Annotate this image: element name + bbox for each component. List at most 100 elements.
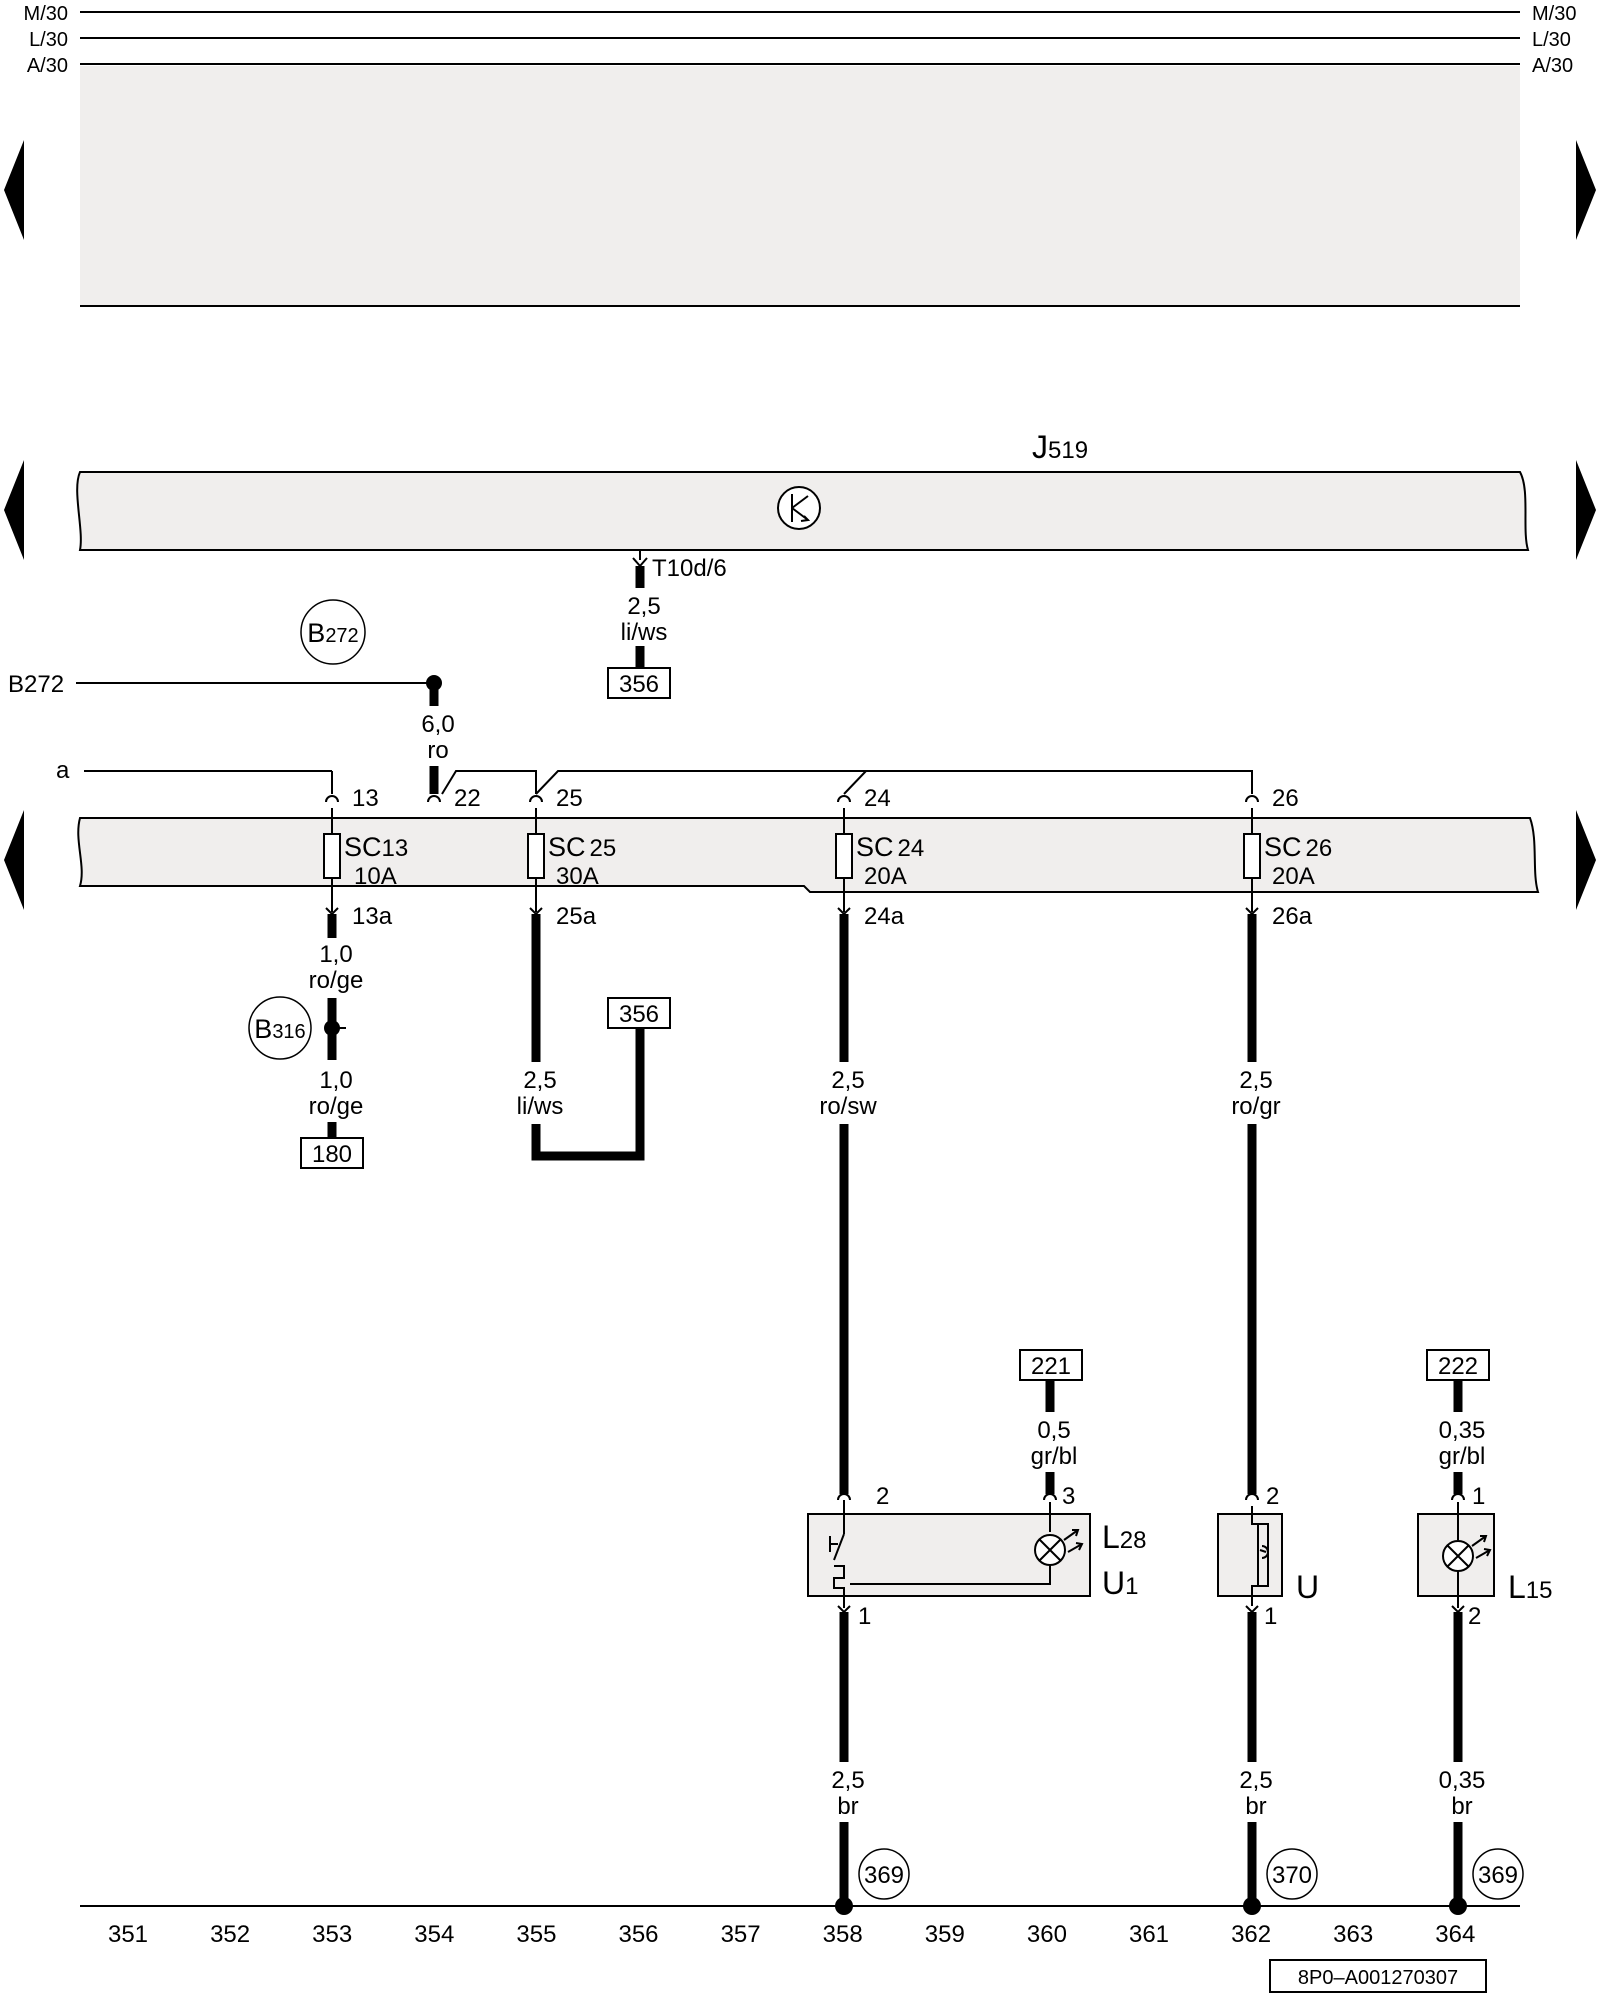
t10d-wire-color: li/ws xyxy=(621,619,668,646)
ground-370-circle[interactable] xyxy=(1266,1848,1318,1900)
b272-label: B272 xyxy=(8,671,64,698)
fuse-sc24-icon xyxy=(835,833,853,879)
terminal-22-label: 22 xyxy=(454,785,481,812)
ground-358-size: 2,5 xyxy=(831,1767,864,1794)
terminal-13-label: 13 xyxy=(352,785,379,812)
ground-369-b-circle[interactable] xyxy=(1472,1848,1524,1900)
track-number: 363 xyxy=(1333,1921,1373,1948)
terminal-26-label: 26 xyxy=(1272,785,1299,812)
fuse-panel-next-arrow-icon[interactable] xyxy=(1576,810,1596,910)
branch-24a-color: ro/sw xyxy=(819,1093,877,1120)
branch-13a: 1,0 ro/ge B316 1,0 ro/ge 180 xyxy=(248,914,364,1169)
out-13a-label: 13a xyxy=(352,903,393,930)
l15-pin-in-icon xyxy=(1451,1493,1465,1501)
j519-prev-arrow-icon[interactable] xyxy=(4,460,24,560)
track-number: 358 xyxy=(823,1921,863,1948)
l28-internal-return xyxy=(850,1565,1051,1585)
rail-label-left-a30: A/30 xyxy=(27,55,68,77)
fuse-input-lines: a 13 22 25 24 26 xyxy=(56,757,1299,812)
terminal-25-label: 25 xyxy=(556,785,583,812)
branch-25a: 2,5 li/ws 356 xyxy=(517,914,671,1161)
ground-358-color: br xyxy=(837,1793,858,1820)
track-number: 352 xyxy=(210,1921,250,1948)
track-number: 353 xyxy=(312,1921,352,1948)
fuse-sc26-rating: 20A xyxy=(1272,863,1315,890)
ground-369-b-label: 369 xyxy=(1478,1862,1518,1889)
page-next-arrow-icon[interactable] xyxy=(1576,140,1596,240)
component-l28-u1[interactable]: 221 0,5 gr/bl 2 3 L28 U1 1 xyxy=(807,1349,1147,1630)
u1-label: U1 xyxy=(1102,1565,1138,1601)
transistor-symbol-lines xyxy=(791,494,811,522)
track-number: 355 xyxy=(516,1921,556,1948)
u-pin-in-icon xyxy=(1245,1493,1259,1501)
b272-wire-color: ro xyxy=(427,737,448,764)
rail-label-right-l30: L/30 xyxy=(1532,29,1571,51)
track-number: 364 xyxy=(1435,1921,1475,1948)
diagram-code-label: 8P0–A001270307 xyxy=(1298,1967,1458,1989)
terminal-13-icon xyxy=(325,795,339,803)
track-number: 360 xyxy=(1027,1921,1067,1948)
branch-26a-color: ro/gr xyxy=(1231,1093,1280,1120)
component-l15[interactable]: 222 0,35 gr/bl 1 L15 2 xyxy=(1417,1349,1553,1630)
u1-switch-icon xyxy=(829,1533,845,1608)
l15-label: L15 xyxy=(1508,1569,1553,1605)
ref-box-222-label: 222 xyxy=(1438,1353,1478,1380)
transistor-symbol-icon xyxy=(777,486,821,530)
l28-pin-in-label: 3 xyxy=(1062,1483,1075,1510)
fuse-sc25-icon xyxy=(527,833,545,879)
l28-lamp-cross xyxy=(1038,1538,1062,1562)
track-number: 351 xyxy=(108,1921,148,1948)
t10d-wire-size: 2,5 xyxy=(627,593,660,620)
bus-22-25 xyxy=(441,770,537,795)
out-25a-label: 25a xyxy=(556,903,597,930)
terminal-22-icon xyxy=(427,795,441,803)
rail-label-left-l30: L/30 xyxy=(29,29,68,51)
ground-364-size: 0,35 xyxy=(1439,1767,1486,1794)
u1-pin-in-icon xyxy=(837,1493,851,1501)
branch-13a-size-2: 1,0 xyxy=(319,1067,352,1094)
u-pin-in-label: 2 xyxy=(1266,1483,1279,1510)
ref-box-356-mid[interactable] xyxy=(607,997,671,1029)
fuse-panel-body xyxy=(77,817,1540,893)
l28-label: L28 xyxy=(1102,1519,1147,1555)
track-number: 357 xyxy=(721,1921,761,1948)
b272-circle-label: B272 xyxy=(307,618,358,648)
u-pin-out-label: 1 xyxy=(1264,1603,1277,1630)
ref-box-356-mid-label: 356 xyxy=(619,1001,659,1028)
branch-24a-size: 2,5 xyxy=(831,1067,864,1094)
j519-label: J519 xyxy=(1032,429,1088,465)
ref-box-356-top[interactable] xyxy=(607,667,671,699)
ref-box-221[interactable] xyxy=(1019,1349,1083,1381)
fuse-panel-prev-arrow-icon[interactable] xyxy=(4,810,24,910)
b316-connector-circle xyxy=(248,996,312,1060)
fuse-sc13[interactable]: SC13 10A xyxy=(323,808,408,912)
fuse-sc24-rating: 20A xyxy=(864,863,907,890)
page-prev-arrow-icon[interactable] xyxy=(4,140,24,240)
track-number: 354 xyxy=(414,1921,454,1948)
ground-369-a-circle[interactable] xyxy=(858,1848,910,1900)
terminal-26-icon xyxy=(1245,795,1259,803)
l15-pin-out-label: 2 xyxy=(1468,1603,1481,1630)
branch-25a-wire-loop xyxy=(531,1028,645,1161)
terminal-24-label: 24 xyxy=(864,785,891,812)
u1-pin-out-label: 1 xyxy=(858,1603,871,1630)
u-pin-out-icon xyxy=(1245,1605,1259,1614)
l15-feed-size: 0,35 xyxy=(1439,1417,1486,1444)
ref-box-180-label: 180 xyxy=(312,1141,352,1168)
component-u[interactable]: 2 U 1 xyxy=(1217,1483,1319,1630)
branch-13a-size-1: 1,0 xyxy=(319,941,352,968)
branch-26a: 2,5 ro/gr xyxy=(1231,914,1281,1494)
ref-box-356-top-label: 356 xyxy=(619,671,659,698)
ref-box-180[interactable] xyxy=(300,1137,364,1169)
branch-25a-size: 2,5 xyxy=(523,1067,556,1094)
top-rail-panel xyxy=(80,66,1520,306)
j519-next-arrow-icon[interactable] xyxy=(1576,460,1596,560)
